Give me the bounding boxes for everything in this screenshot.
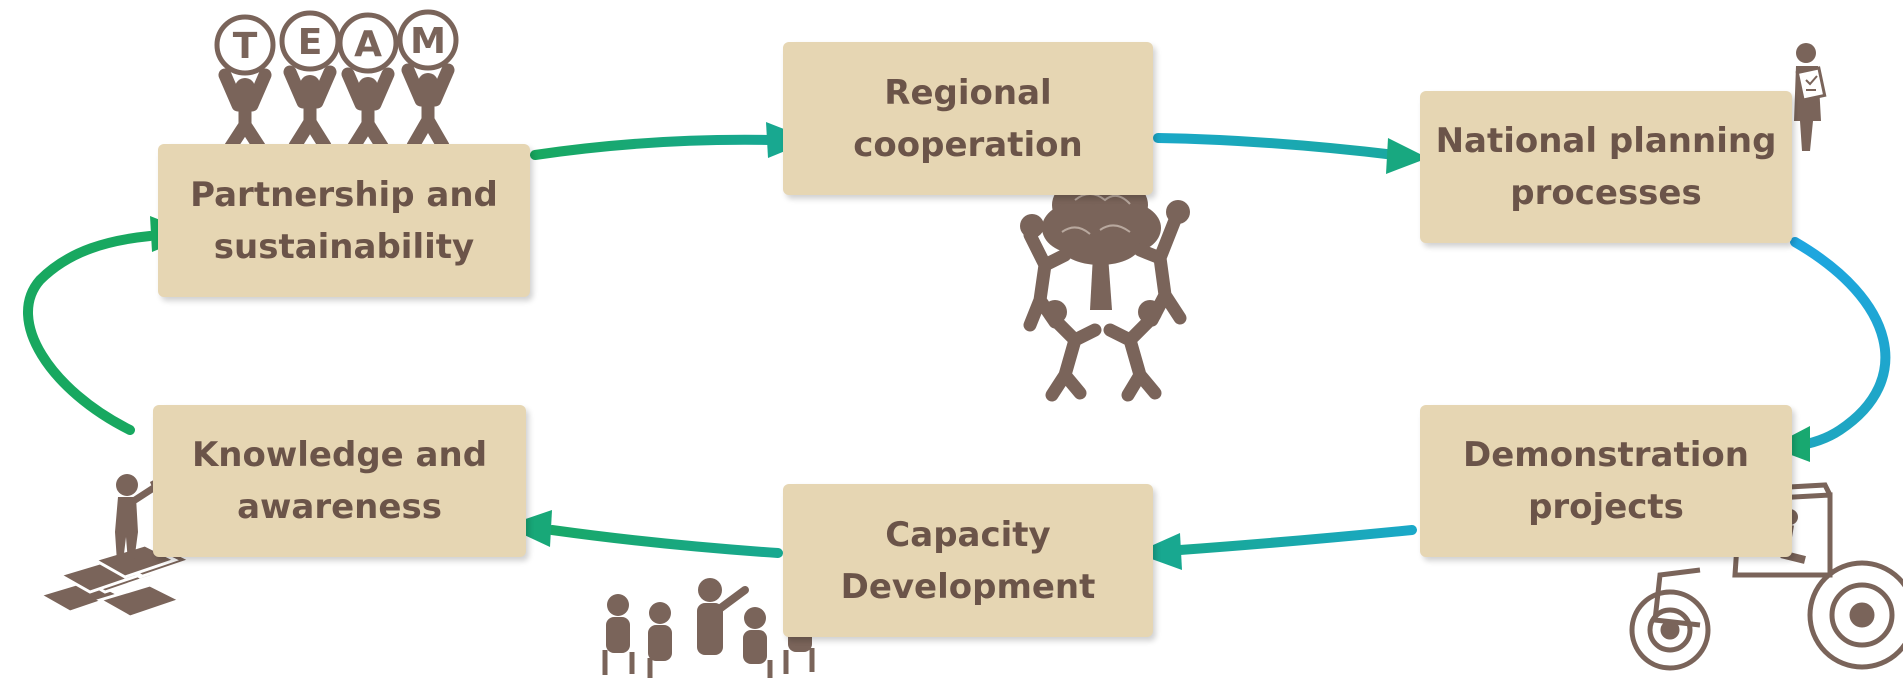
node-label-line: processes xyxy=(1510,173,1702,213)
node-label-line: sustainability xyxy=(213,226,475,267)
node-partnership-and-sustainability: Partnership and sustainability xyxy=(158,144,530,297)
node-capacity-development: Capacity Development xyxy=(783,484,1153,637)
node-label-line: Demonstration xyxy=(1463,435,1749,475)
node-label-line: cooperation xyxy=(853,124,1083,165)
node-label-line: Capacity xyxy=(885,514,1051,555)
arrow-partnership-to-regional xyxy=(530,122,812,160)
node-label-line: Development xyxy=(840,566,1096,607)
meeting-group-icon xyxy=(602,578,815,678)
team-icon: T E A M xyxy=(214,9,459,155)
node-label-line: Knowledge and xyxy=(191,435,488,475)
node-label-line: Regional xyxy=(884,72,1052,113)
arrow-capacity-to-knowledge xyxy=(505,510,783,558)
team-letter: A xyxy=(354,24,382,65)
tree-people-icon xyxy=(1020,173,1190,402)
node-label-line: awareness xyxy=(237,487,442,527)
node-label-line: projects xyxy=(1528,487,1684,527)
node-demonstration-projects: Demonstration projects xyxy=(1420,405,1792,557)
node-label-line: National planning xyxy=(1435,121,1777,161)
team-letter: E xyxy=(298,22,323,63)
team-letter: T xyxy=(233,26,258,67)
clipboard-person-icon xyxy=(1794,43,1827,151)
node-regional-cooperation: Regional cooperation xyxy=(783,42,1153,195)
node-knowledge-and-awareness: Knowledge and awareness xyxy=(153,405,526,557)
arrow-regional-to-national xyxy=(1153,133,1428,174)
arrow-demonstration-to-capacity xyxy=(1135,525,1417,570)
team-letter: M xyxy=(410,21,446,62)
node-national-planning-processes: National planning processes xyxy=(1420,91,1792,243)
node-label-line: Partnership and xyxy=(190,174,498,215)
